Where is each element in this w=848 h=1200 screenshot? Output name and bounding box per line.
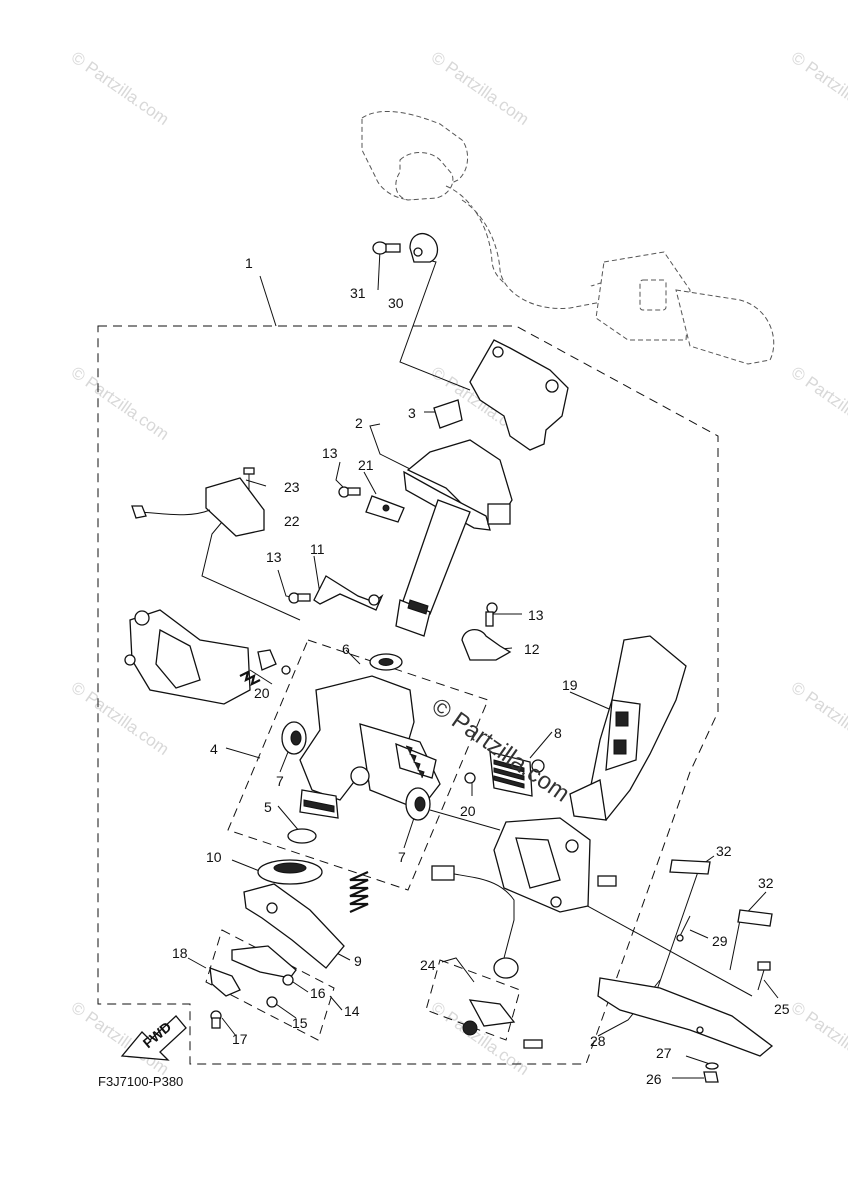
arm-9 — [243, 883, 345, 969]
callout-17: 17 — [232, 1031, 248, 1047]
watermark: © Partzilla.com — [788, 363, 848, 444]
callout-31: 31 — [350, 285, 366, 301]
bolt-17 — [210, 1010, 222, 1029]
callout-13a: 13 — [322, 445, 338, 461]
handlebar-outline — [361, 110, 775, 365]
callout-32a: 32 — [716, 843, 732, 859]
callout-19: 19 — [562, 677, 578, 693]
switch-8 — [489, 751, 545, 797]
callout-26: 26 — [646, 1071, 662, 1087]
callout-18: 18 — [172, 945, 188, 961]
assembly-boundary — [97, 325, 719, 1065]
callout-2: 2 — [355, 415, 363, 431]
callout-labels: 1 2 3 4 5 6 7 7 8 9 10 11 12 13 13 13 14… — [172, 255, 790, 1087]
spring — [349, 870, 369, 914]
watermark: © Partzilla.com — [788, 48, 848, 129]
bracket-14 — [231, 945, 297, 979]
callout-30: 30 — [388, 295, 404, 311]
plate-28 — [597, 977, 774, 1057]
pad-32-upper — [669, 859, 711, 875]
diagram-code: F3J7100-P380 — [98, 1074, 183, 1089]
callout-4: 4 — [210, 741, 218, 757]
callout-9: 9 — [354, 953, 362, 969]
callout-25: 25 — [774, 1001, 790, 1017]
callout-14: 14 — [344, 1003, 360, 1019]
pad-32-lower — [737, 909, 773, 927]
callout-29: 29 — [712, 933, 728, 949]
callout-6: 6 — [342, 641, 350, 657]
callout-3: 3 — [408, 405, 416, 421]
callout-20a: 20 — [254, 685, 270, 701]
center-watermark: © Partzilla.com — [427, 693, 575, 808]
washer-7-right — [405, 787, 431, 821]
callout-7a: 7 — [276, 773, 284, 789]
collar-3 — [433, 399, 463, 429]
nut-20 — [464, 772, 476, 784]
bolt-15 — [266, 996, 278, 1008]
callout-27: 27 — [656, 1045, 672, 1061]
watermark: © Partzilla.com — [428, 48, 533, 129]
harness-24 — [431, 865, 543, 1049]
cover-19 — [569, 635, 687, 822]
watermark: © Partzilla.com — [68, 48, 173, 129]
callout-15: 15 — [292, 1015, 308, 1031]
callout-16: 16 — [310, 985, 326, 1001]
mount-21 — [365, 495, 405, 523]
bolt-13-upper — [338, 486, 361, 498]
bolt-13-left — [288, 592, 311, 604]
callout-20b: 20 — [460, 803, 476, 819]
callout-5: 5 — [264, 799, 272, 815]
callout-1: 1 — [245, 255, 253, 271]
screw-23 — [243, 467, 255, 490]
sub-assembly-box-4 — [227, 639, 489, 891]
callout-32b: 32 — [758, 875, 774, 891]
bolt-13-right — [485, 602, 498, 627]
seal-5 — [287, 828, 317, 844]
sub-assembly-box-14 — [205, 929, 335, 1041]
bolt-25 — [757, 961, 771, 991]
washer-27 — [705, 1062, 719, 1070]
module-22 — [131, 477, 265, 537]
collar-6 — [369, 653, 403, 671]
gear-plate-10 — [257, 859, 323, 885]
callout-11: 11 — [310, 541, 325, 557]
callout-13b: 13 — [266, 549, 282, 565]
clip-12 — [461, 629, 512, 661]
callout-28: 28 — [590, 1033, 606, 1049]
callout-10: 10 — [206, 849, 222, 865]
bolt-31 — [372, 241, 401, 255]
clamp-30 — [409, 233, 439, 263]
center-watermark-text: © Partzilla.com — [427, 693, 575, 808]
callout-8: 8 — [554, 725, 562, 741]
washer-7-left — [281, 721, 307, 755]
callout-12: 12 — [524, 641, 540, 657]
housing-left — [124, 609, 291, 705]
watermark: © Partzilla.com — [68, 363, 173, 444]
bracket-11 — [313, 575, 384, 611]
callout-24: 24 — [420, 957, 436, 973]
watermark-grid: © Partzilla.com © Partzilla.com © Partzi… — [68, 48, 848, 1079]
callout-22: 22 — [284, 513, 300, 529]
part-18 — [209, 967, 241, 997]
sub-assembly-box-24 — [425, 959, 521, 1041]
callout-21: 21 — [358, 457, 374, 473]
watermark: © Partzilla.com — [788, 678, 848, 759]
watermark: © Partzilla.com — [788, 998, 848, 1079]
callout-7b: 7 — [398, 849, 406, 865]
callout-13c: 13 — [528, 607, 544, 623]
nut-26 — [703, 1071, 719, 1083]
pin-29 — [676, 915, 691, 942]
callout-23: 23 — [284, 479, 300, 495]
column-bracket-2 — [403, 339, 569, 531]
steering-shaft — [395, 499, 471, 637]
bolt-16 — [282, 974, 294, 986]
housing-right — [493, 817, 617, 913]
